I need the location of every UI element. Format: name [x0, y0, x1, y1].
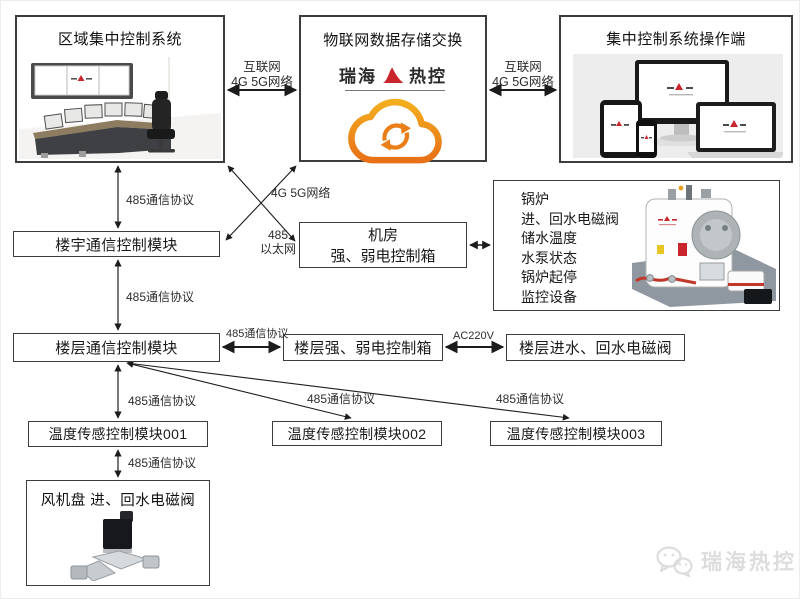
fan-coil-valve-box: 风机盘 进、回水电磁阀: [26, 480, 210, 586]
building-module-label: 楼宇通信控制模块: [55, 236, 178, 254]
edge-label-4g5g: 4G 5G网络: [271, 186, 331, 200]
brand-logo-left: 瑞海: [339, 67, 377, 86]
control-room-image: [19, 57, 221, 159]
machine-room-line1: 机房: [367, 227, 398, 244]
boiler-item: 锅炉: [521, 191, 549, 207]
region-control-title: 区域集中控制系统: [57, 31, 182, 48]
floor-module-label: 楼层通信控制模块: [55, 340, 178, 357]
edge-label-rs485-1: 485通信协议: [126, 193, 195, 207]
edge-label-rs485-ethernet: 485 以太网: [259, 228, 296, 257]
boiler-item: 监控设备: [521, 288, 577, 305]
edge-label-rs485-2: 485通信协议: [126, 290, 195, 304]
temp-module-003-box: 温度传感控制模块003: [490, 421, 662, 446]
boiler-item: 水泵状态: [521, 249, 577, 266]
operator-terminal-title: 集中控制系统操作端: [606, 31, 746, 48]
edge-label-rs485-floor: 485通信协议: [226, 328, 289, 340]
edge-label-ac220v: AC220V: [453, 330, 494, 342]
temp-module-002-box: 温度传感控制模块002: [272, 421, 442, 446]
cloud-sync-icon: [348, 98, 442, 164]
edge-label-rs485-6: 485通信协议: [128, 456, 197, 470]
devices-image: [573, 54, 783, 158]
boiler-box: 锅炉 进、回水电磁阀 储水温度 水泵状态 锅炉起停 监控设备: [493, 180, 780, 311]
boiler-item: 进、回水电磁阀: [521, 210, 619, 227]
boiler-item: 锅炉起停: [521, 269, 577, 285]
edge-label-rs485-4: 485通信协议: [307, 392, 376, 406]
operator-terminal-box: 集中控制系统操作端: [559, 15, 793, 163]
edge-label-rs485-5: 485通信协议: [496, 392, 565, 406]
floor-module-box: 楼层通信控制模块: [13, 333, 220, 362]
boiler-image: [632, 185, 776, 307]
floor-electric-label: 楼层强、弱电控制箱: [294, 340, 432, 357]
floor-valve-box: 楼层进水、回水电磁阀: [506, 334, 685, 361]
region-control-box: 区域集中控制系统: [15, 15, 225, 163]
fan-coil-valve-label: 风机盘 进、回水电磁阀: [40, 493, 196, 509]
edge-label-internet-right: 互联网 4G 5G网络: [492, 60, 554, 89]
mountain-logo-icon: [383, 67, 404, 83]
brand-underline: [345, 90, 445, 91]
brand-logo: 瑞海 热控: [301, 62, 485, 87]
machine-room-line2: 强、弱电控制箱: [330, 248, 436, 265]
iot-cloud-title: 物联网数据存储交换: [323, 32, 463, 49]
floor-electric-box: 楼层强、弱电控制箱: [283, 334, 443, 361]
solenoid-valve-image: [70, 511, 160, 581]
iot-cloud-box: 物联网数据存储交换 瑞海 热控: [299, 15, 487, 164]
temp-module-003-label: 温度传感控制模块003: [506, 425, 646, 442]
boiler-item-list: 锅炉 进、回水电磁阀 储水温度 水泵状态 锅炉起停 监控设备: [521, 190, 619, 307]
machine-room-box: 机房 强、弱电控制箱: [299, 222, 467, 268]
temp-module-002-label: 温度传感控制模块002: [287, 425, 427, 442]
edge-label-internet-left: 互联网 4G 5G网络: [231, 60, 293, 89]
building-module-box: 楼宇通信控制模块: [13, 231, 220, 257]
watermark-text: 瑞海热控: [701, 551, 797, 574]
edge-label-rs485-3: 485通信协议: [128, 394, 197, 408]
temp-module-001-label: 温度传感控制模块001: [48, 426, 188, 442]
floor-valve-label: 楼层进水、回水电磁阀: [518, 340, 672, 357]
boiler-item: 储水温度: [521, 230, 577, 246]
brand-watermark: 瑞海热控: [655, 545, 797, 577]
wechat-icon: [656, 546, 693, 577]
brand-logo-right: 热控: [409, 67, 447, 86]
temp-module-001-box: 温度传感控制模块001: [28, 421, 208, 447]
